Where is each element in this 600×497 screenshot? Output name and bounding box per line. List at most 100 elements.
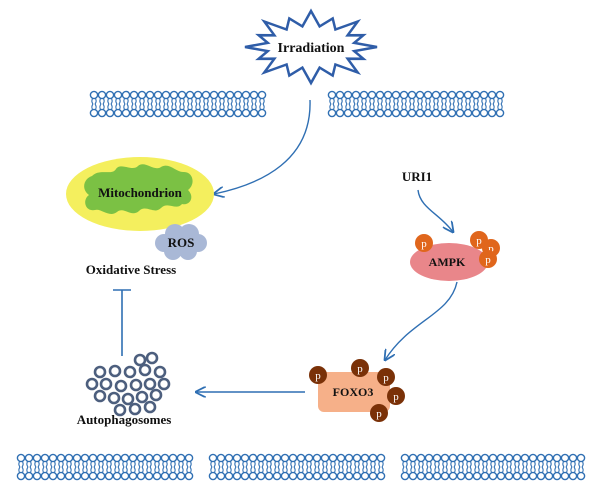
lipid-head-icon: [121, 108, 131, 118]
phosphate-label: p: [476, 235, 482, 247]
lipid-head-icon: [360, 471, 370, 481]
lipid-head-icon: [448, 453, 458, 463]
lipid-head-icon: [88, 471, 98, 481]
lipid-tail-icon: [178, 466, 184, 473]
autophagosome-icon: [143, 400, 157, 414]
lipid-head-icon: [233, 108, 243, 118]
autophagosome-icon: [133, 353, 147, 367]
lipid-tail-icon: [329, 103, 335, 110]
ampk-node: AMPK p p p p: [410, 231, 500, 281]
lipid-head-icon: [480, 453, 490, 463]
lipid-head-icon: [225, 90, 235, 100]
lipid-head-icon: [456, 471, 466, 481]
lipid-head-icon: [520, 453, 530, 463]
lipid-head-icon: [479, 90, 489, 100]
lipid-tail-icon: [258, 461, 264, 468]
lipid-head-icon: [137, 90, 147, 100]
lipid-head-icon: [160, 471, 170, 481]
lipid-tail-icon: [473, 103, 479, 110]
lipid-head-icon: [424, 471, 434, 481]
ros-node: ROS: [155, 224, 207, 260]
lipid-head-icon: [96, 471, 106, 481]
lipid-tail-icon: [409, 98, 415, 105]
lipid-tail-icon: [449, 103, 455, 110]
lipid-tail-icon: [474, 461, 480, 468]
lipid-head-icon: [152, 471, 162, 481]
lipid-tail-icon: [498, 466, 504, 473]
lipid-tail-icon: [417, 98, 423, 105]
lipid-tail-icon: [425, 103, 431, 110]
lipid-tail-icon: [162, 466, 168, 473]
lipid-head-icon: [145, 90, 155, 100]
lipid-tail-icon: [522, 461, 528, 468]
membrane-bilayer-bottom-left: [16, 453, 194, 481]
lipid-head-icon: [225, 108, 235, 118]
lipid-head-icon: [376, 453, 386, 463]
lipid-head-icon: [351, 90, 361, 100]
lipid-tail-icon: [338, 466, 344, 473]
lipid-tail-icon: [546, 466, 552, 473]
lipid-tail-icon: [130, 466, 136, 473]
lipid-tail-icon: [122, 466, 128, 473]
uri1-label: URI1: [402, 169, 432, 184]
lipid-tail-icon: [195, 98, 201, 105]
lipid-tail-icon: [466, 466, 472, 473]
lipid-tail-icon: [490, 466, 496, 473]
lipid-head-icon: [423, 108, 433, 118]
lipid-tail-icon: [138, 466, 144, 473]
lipid-head-icon: [352, 471, 362, 481]
lipid-head-icon: [168, 471, 178, 481]
lipid-head-icon: [288, 471, 298, 481]
lipid-tail-icon: [114, 466, 120, 473]
lipid-tail-icon: [314, 466, 320, 473]
lipid-head-icon: [233, 90, 243, 100]
lipid-tail-icon: [219, 103, 225, 110]
lipid-tail-icon: [179, 103, 185, 110]
lipid-tail-icon: [385, 103, 391, 110]
lipid-tail-icon: [433, 103, 439, 110]
lipid-tail-icon: [298, 461, 304, 468]
lipid-head-icon: [343, 108, 353, 118]
lipid-tail-icon: [353, 103, 359, 110]
lipid-head-icon: [495, 108, 505, 118]
lipid-tail-icon: [377, 98, 383, 105]
lipid-head-icon: [400, 453, 410, 463]
phosphate-label: p: [421, 238, 427, 250]
lipid-tail-icon: [251, 98, 257, 105]
lipid-tail-icon: [42, 461, 48, 468]
lipid-head-icon: [272, 471, 282, 481]
lipid-head-icon: [56, 453, 66, 463]
lipid-head-icon: [544, 471, 554, 481]
lipid-tail-icon: [218, 466, 224, 473]
lipid-tail-icon: [250, 461, 256, 468]
lipid-head-icon: [216, 453, 226, 463]
lipid-head-icon: [367, 90, 377, 100]
lipid-tail-icon: [346, 466, 352, 473]
lipid-tail-icon: [457, 98, 463, 105]
ampk-body: [410, 243, 488, 281]
lipid-tail-icon: [82, 466, 88, 473]
lipid-head-icon: [144, 453, 154, 463]
lipid-head-icon: [504, 453, 514, 463]
lipid-tail-icon: [290, 461, 296, 468]
lipid-tail-icon: [18, 461, 24, 468]
lipid-tail-icon: [354, 461, 360, 468]
lipid-head-icon: [415, 90, 425, 100]
lipid-tail-icon: [522, 466, 528, 473]
lipid-head-icon: [208, 471, 218, 481]
autophagosome-icon: [129, 378, 143, 392]
lipid-tail-icon: [353, 98, 359, 105]
lipid-head-icon: [455, 108, 465, 118]
lipid-tail-icon: [530, 466, 536, 473]
lipid-head-icon: [471, 90, 481, 100]
autophagosome-cluster-icon: [85, 351, 171, 417]
lipid-head-icon: [456, 453, 466, 463]
lipid-tail-icon: [370, 466, 376, 473]
phosphate-icon: p: [387, 387, 405, 405]
lipid-tail-icon: [345, 98, 351, 105]
lipid-tail-icon: [425, 98, 431, 105]
lipid-tail-icon: [426, 466, 432, 473]
lipid-tail-icon: [178, 461, 184, 468]
lipid-tail-icon: [91, 103, 97, 110]
lipid-tail-icon: [66, 466, 72, 473]
